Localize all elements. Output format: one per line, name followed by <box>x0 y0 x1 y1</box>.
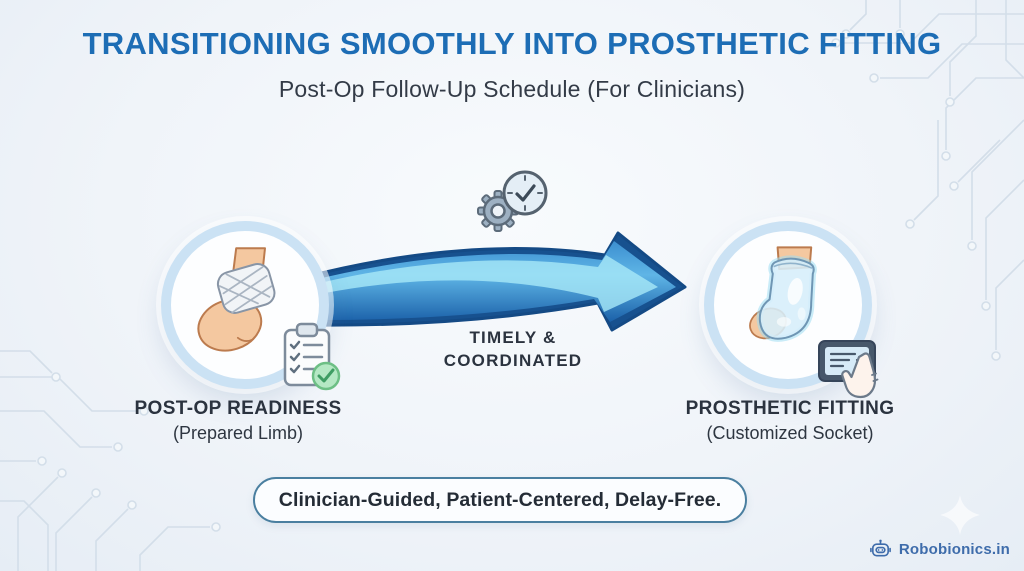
pointer-hand-icon <box>841 352 876 399</box>
clock-check-icon <box>502 170 548 216</box>
prosthetic-socket-illustration <box>749 246 817 342</box>
stage-title-post-op: POST-OP READINESS <box>134 398 342 419</box>
brand-footer: Robobionics.in <box>869 538 1010 561</box>
bandaged-limb-illustration <box>197 247 276 352</box>
stage-label-post-op: POST-OP READINESS (Prepared Limb) <box>98 398 378 444</box>
page-title: TRANSITIONING SMOOTHLY INTO PROSTHETIC F… <box>82 26 942 61</box>
transition-arrow <box>303 231 687 332</box>
tablet-tap-icon <box>818 340 879 399</box>
stage-title-prosthetic: PROSTHETIC FITTING <box>685 398 895 419</box>
check-circle-icon <box>311 361 341 391</box>
transition-label: TIMELY & COORDINATED <box>393 326 633 372</box>
tagline-pill: Clinician-Guided, Patient-Centered, Dela… <box>253 477 747 523</box>
transition-label-line1: TIMELY & <box>469 328 557 347</box>
sparkle-icon <box>940 495 980 535</box>
clipboard-checklist-icon <box>283 322 341 391</box>
transition-label-line2: COORDINATED <box>443 351 583 370</box>
stage-subtitle-prosthetic: (Customized Socket) <box>706 423 874 443</box>
stage-subtitle-post-op: (Prepared Limb) <box>172 423 304 443</box>
page-subtitle: Post-Op Follow-Up Schedule (For Clinicia… <box>278 76 746 102</box>
stage-label-prosthetic: PROSTHETIC FITTING (Customized Socket) <box>650 398 930 444</box>
tagline-text: Clinician-Guided, Patient-Centered, Dela… <box>278 488 722 511</box>
robot-icon <box>869 539 891 557</box>
brand-name: Robobionics.in <box>898 541 1010 558</box>
gear-clock-icon <box>477 170 548 232</box>
